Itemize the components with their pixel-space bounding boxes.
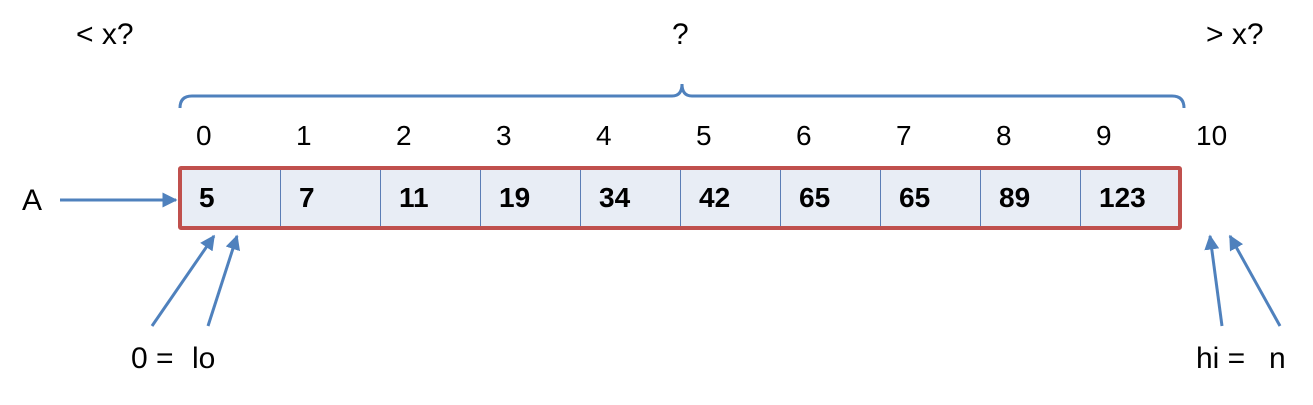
array-cell: 89: [980, 168, 1080, 228]
unknown-region-label: ?: [672, 18, 689, 51]
greater-than-query-label: > x?: [1206, 18, 1264, 51]
hi-arrow-outer-icon: [1228, 234, 1282, 327]
hi-arrow-inner-icon: [1204, 234, 1224, 327]
array-cell: 19: [480, 168, 580, 228]
top-brace-icon: [178, 83, 1186, 109]
index-label: 0: [196, 120, 212, 151]
array-cell: 42: [680, 168, 780, 228]
hi-label: hi =: [1196, 342, 1246, 375]
index-label: 5: [696, 120, 712, 151]
index-label: 10: [1196, 120, 1228, 151]
index-label: 7: [896, 120, 912, 151]
index-label: 3: [496, 120, 512, 151]
index-label: 8: [996, 120, 1012, 151]
array-cell: 123: [1080, 168, 1180, 228]
lo-arrow-inner-icon: [206, 234, 240, 327]
index-label: 1: [296, 120, 312, 151]
index-label: 4: [596, 120, 612, 151]
array-border: [178, 166, 1182, 230]
index-label: 2: [396, 120, 412, 151]
index-label: 9: [1096, 120, 1112, 151]
lo-prefix-label: 0 =: [131, 342, 174, 375]
array-name-label: A: [22, 184, 43, 217]
array-cell: 65: [880, 168, 980, 228]
n-label: n: [1269, 342, 1286, 375]
array-cell: 5: [180, 168, 280, 228]
lo-arrow-outer-icon: [150, 234, 216, 327]
array-cell: 11: [380, 168, 480, 228]
array-cell: 7: [280, 168, 380, 228]
array-cell: 34: [580, 168, 680, 228]
index-label: 6: [796, 120, 812, 151]
array-cell: 65: [780, 168, 880, 228]
less-than-query-label: < x?: [76, 18, 134, 51]
lo-label: lo: [192, 342, 216, 375]
